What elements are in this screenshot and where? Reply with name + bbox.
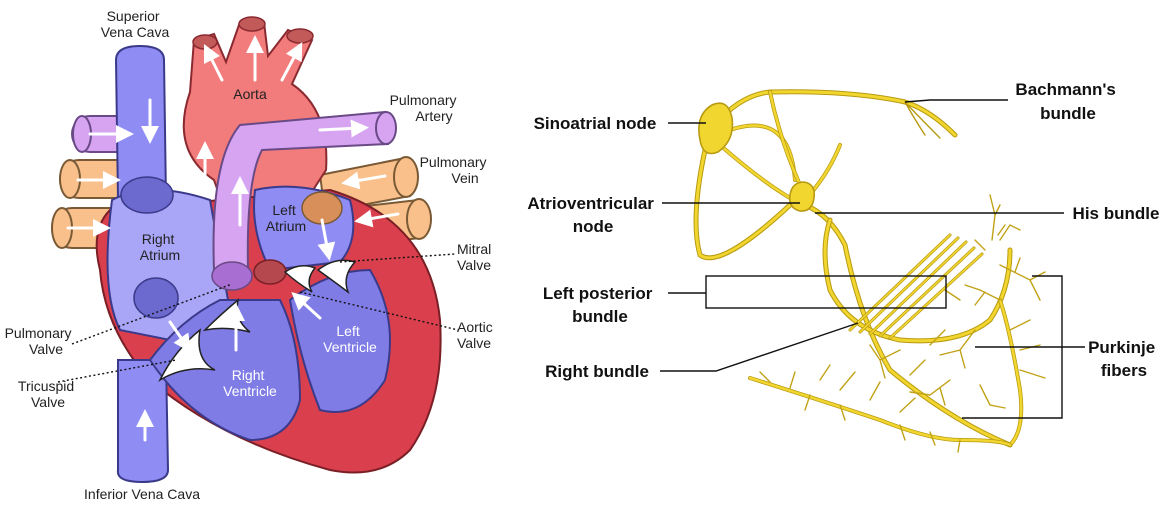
label-left-atrium-line1: Left [272,202,295,218]
label-right-atrium-line2: Atrium [140,247,180,263]
label-aortic-valve-line2: Valve [457,335,491,351]
label-tricuspid-valve-line2: Valve [31,394,65,410]
label-bachmanns-bundle-line1: Bachmann's [1015,80,1115,99]
aortic-root [254,260,286,284]
label-purkinje-fibers-line2: fibers [1101,361,1147,380]
label-superior-vena-cava: Superior Vena Cava [101,8,170,40]
label-left-posterior-bundle-line1: Left posterior [543,284,653,303]
label-atrioventricular-node-line1: Atrioventricular [527,194,654,213]
label-aorta: Aorta [233,86,267,102]
label-aortic-valve-line1: Aortic [457,319,493,335]
label-mitral-valve-line1: Mitral [457,241,491,257]
label-pulmonary-vein-line2: Vein [451,170,478,186]
label-aortic-valve: Aortic Valve [457,319,497,351]
label-superior-vena-cava-line2: Vena Cava [101,24,170,40]
label-pulmonary-valve-line1: Pulmonary [5,325,72,341]
conduction-labels: Bachmann's bundle Sinoatrial node Atriov… [527,80,1160,381]
label-his-bundle: His bundle [1073,204,1160,223]
label-pulmonary-artery-line2: Artery [415,108,452,124]
label-atrioventricular-node-line2: node [573,217,614,236]
label-bachmanns-bundle: Bachmann's bundle [1015,80,1120,123]
label-left-ventricle-line2: Ventricle [323,339,377,355]
label-pulmonary-valve: Pulmonary Valve [5,325,76,357]
label-mitral-valve: Mitral Valve [457,241,495,273]
label-pulmonary-valve-line2: Valve [29,341,63,357]
purkinje-network [760,195,1045,452]
label-bachmanns-bundle-line2: bundle [1040,104,1096,123]
label-pulmonary-vein-line1: Pulmonary [420,154,487,170]
label-purkinje-fibers-line1: Purkinje [1088,338,1155,357]
label-mitral-valve-line2: Valve [457,257,491,273]
label-tricuspid-valve-line1: Tricuspid [18,378,74,394]
label-left-posterior-bundle-line2: bundle [572,307,628,326]
label-left-posterior-bundle: Left posterior bundle [543,284,657,326]
label-pulmonary-artery: Pulmonary Artery [390,92,461,124]
label-pulmonary-artery-line1: Pulmonary [390,92,457,108]
label-left-ventricle-line1: Left [336,323,359,339]
label-tricuspid-valve: Tricuspid Valve [18,378,78,410]
label-superior-vena-cava-line1: Superior [107,8,160,24]
label-right-ventricle-line2: Ventricle [223,383,277,399]
label-pulmonary-vein: Pulmonary Vein [420,154,491,186]
atrioventricular-node [790,182,815,211]
label-purkinje-fibers: Purkinje fibers [1088,338,1160,380]
conduction-fibers [696,92,1021,445]
label-right-atrium: Right Atrium [140,231,180,263]
label-right-bundle: Right bundle [545,362,649,381]
label-left-atrium-line2: Atrium [266,218,306,234]
label-right-ventricle-line1: Right [232,367,265,383]
label-right-atrium-line1: Right [142,231,175,247]
label-sinoatrial-node: Sinoatrial node [534,114,657,133]
label-inferior-vena-cava: Inferior Vena Cava [84,486,200,502]
label-atrioventricular-node: Atrioventricular node [527,194,658,236]
conduction-diagram [696,92,1045,452]
heart-diagram: Superior Vena Cava Aorta Pulmonary Arter… [5,8,497,502]
sinoatrial-node [699,103,733,153]
